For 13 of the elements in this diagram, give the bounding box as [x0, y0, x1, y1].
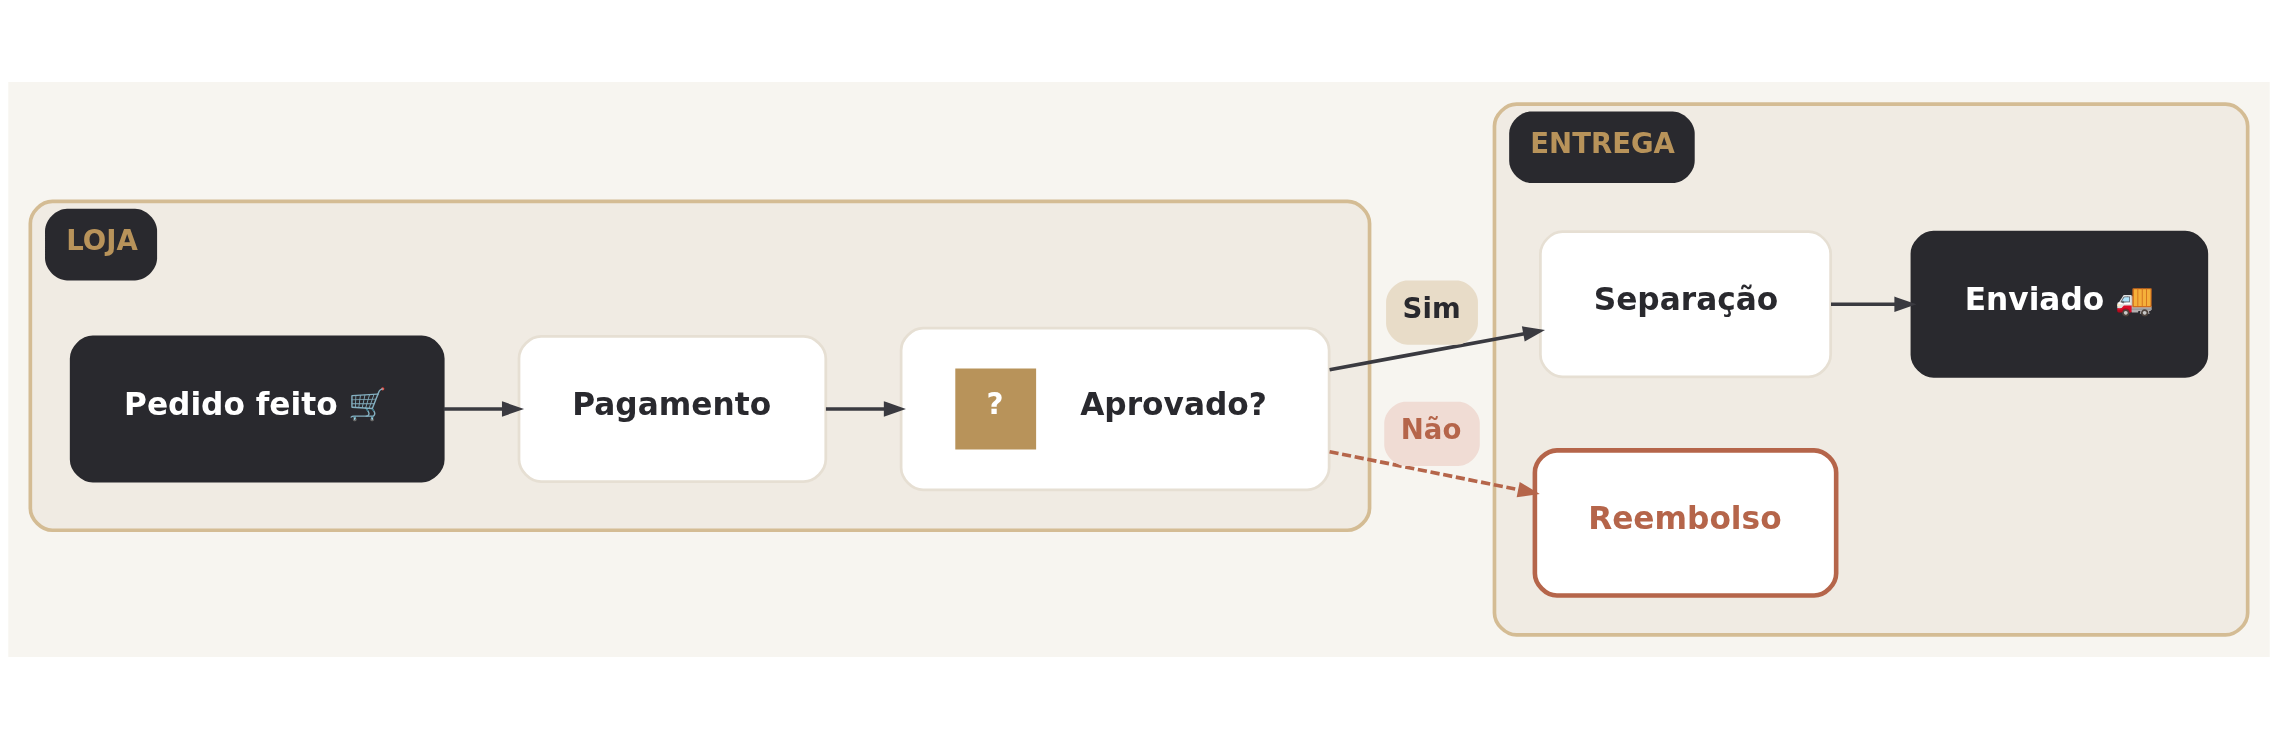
- arrow: [1329, 449, 1540, 497]
- arrow: [1329, 325, 1545, 371]
- node-box: Pagamento: [517, 334, 828, 483]
- node-box: Separação: [1539, 229, 1833, 378]
- node-box: ? Aprovado?: [899, 326, 1331, 491]
- node-box: Enviado 🚚: [1910, 230, 2209, 378]
- node-box: Pedido feito 🛒: [69, 335, 445, 482]
- arrow: [1831, 296, 1917, 312]
- arrow: [443, 400, 525, 417]
- edge-label: Sim: [1402, 291, 1461, 324]
- edge-label: Não: [1400, 412, 1462, 445]
- node-box: Reembolso: [1532, 447, 1839, 598]
- arrow: [825, 400, 906, 417]
